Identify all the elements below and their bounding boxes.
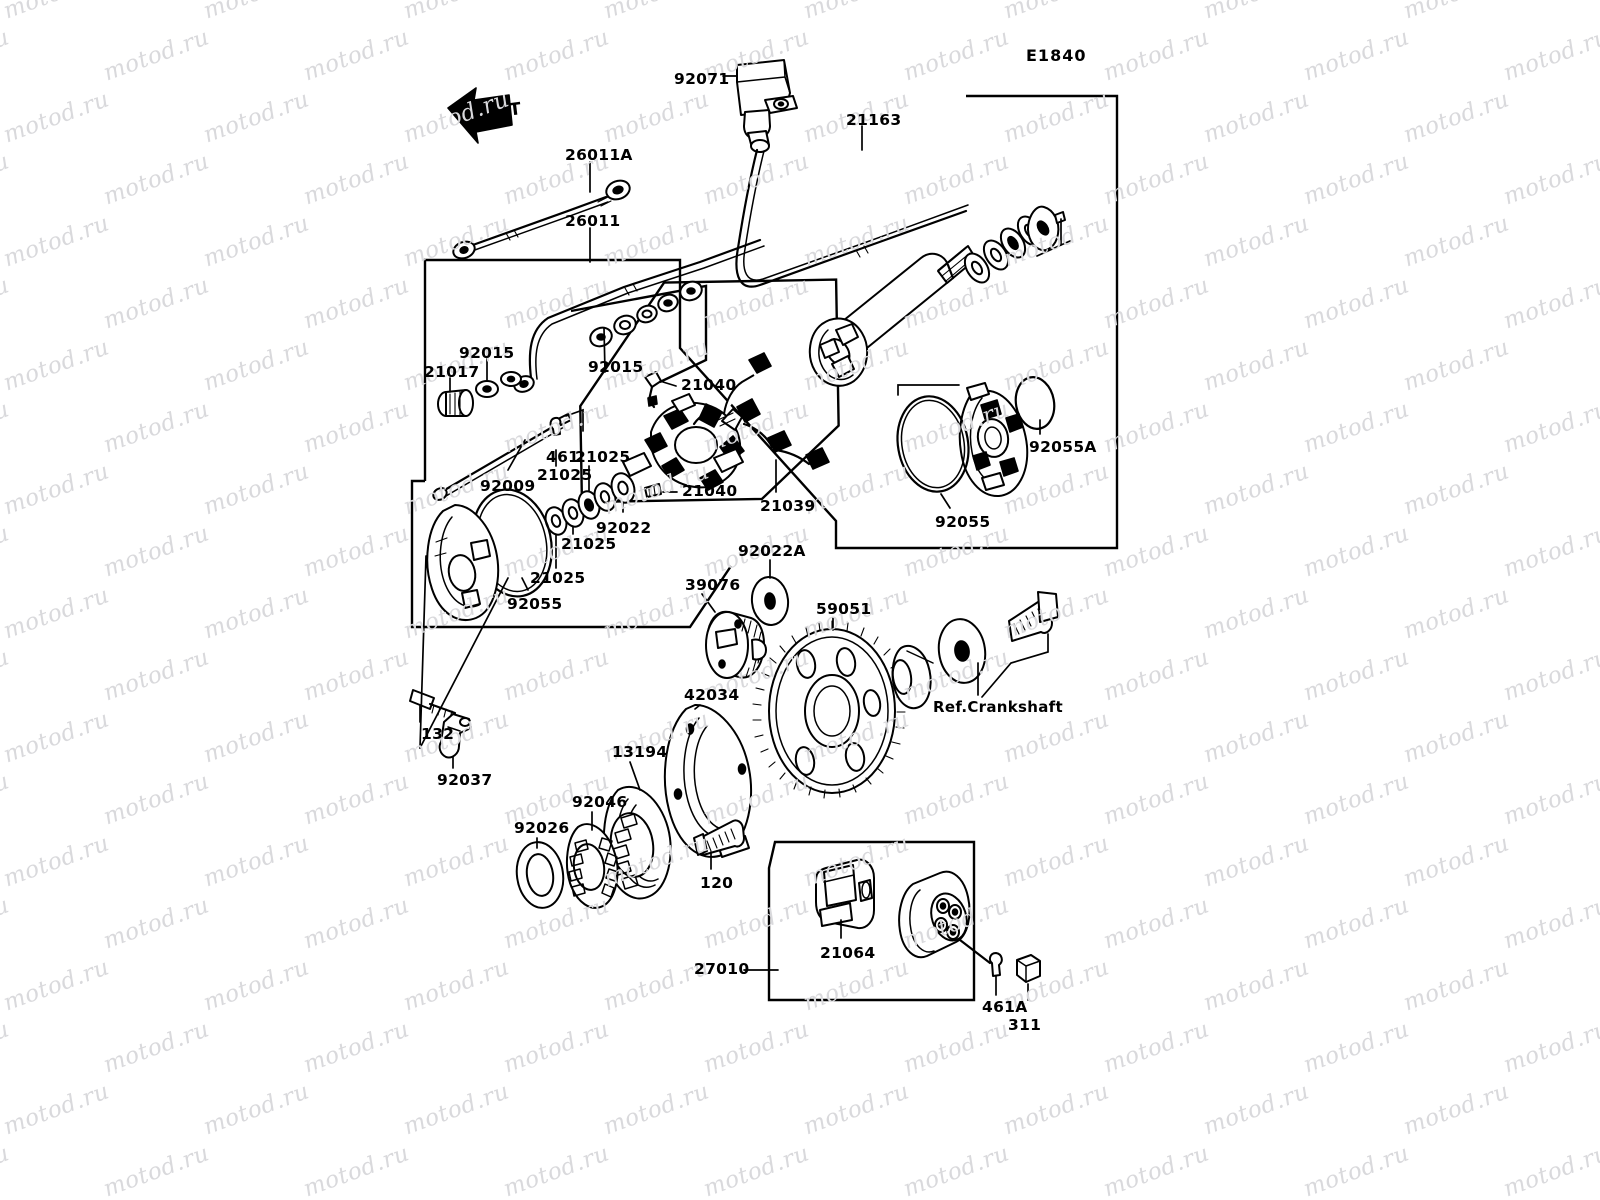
callout-26011A[interactable]: 26011A xyxy=(565,146,633,164)
callout-92026[interactable]: 92026 xyxy=(514,819,570,837)
callout-21039[interactable]: 21039 xyxy=(760,497,816,515)
part-solenoid-body xyxy=(898,870,992,965)
callout-92022A[interactable]: 92022A xyxy=(738,542,806,560)
part-92071-relay xyxy=(736,59,798,153)
callout-13194[interactable]: 13194 xyxy=(612,743,668,761)
callout-92015-set[interactable]: 92015 xyxy=(588,358,644,376)
callout-92015-upper[interactable]: 92015 xyxy=(459,344,515,362)
part-92037-clamp xyxy=(438,713,472,769)
part-59051-gear xyxy=(752,620,906,799)
callout-ref-crankshaft[interactable]: Ref.Crankshaft xyxy=(933,698,1063,716)
callout-21163[interactable]: 21163 xyxy=(846,111,902,129)
callout-461[interactable]: 461 xyxy=(546,448,580,466)
callout-21040-lower[interactable]: 21040 xyxy=(682,482,738,500)
callout-21025-a[interactable]: 21025 xyxy=(575,448,631,466)
bracket-461 xyxy=(565,408,584,432)
callout-27010[interactable]: 27010 xyxy=(694,960,750,978)
leader-92037-long2 xyxy=(419,555,427,749)
part-21025-washer-stack xyxy=(544,472,636,536)
part-461A-washer xyxy=(988,952,1003,996)
callout-59051[interactable]: 59051 xyxy=(816,600,872,618)
callout-21025-b[interactable]: 21025 xyxy=(537,466,593,484)
callout-26011[interactable]: 26011 xyxy=(565,212,621,230)
part-26011a-cable xyxy=(452,179,631,260)
part-brush-harness xyxy=(692,352,830,470)
part-21064-cover xyxy=(815,858,875,930)
part-92015-washer-stack xyxy=(589,280,703,348)
leader-92037-long xyxy=(419,577,509,749)
callout-21040-upper[interactable]: 21040 xyxy=(681,376,737,394)
callout-21025-c[interactable]: 21025 xyxy=(561,535,617,553)
callout-42034[interactable]: 42034 xyxy=(684,686,740,704)
diagram-code: E1840 xyxy=(1026,46,1087,65)
callout-21025-d[interactable]: 21025 xyxy=(530,569,586,587)
callout-92046[interactable]: 92046 xyxy=(572,793,628,811)
callout-21017[interactable]: 21017 xyxy=(424,363,480,381)
callout-92071[interactable]: 92071 xyxy=(674,70,730,88)
part-21039-brush-holder xyxy=(622,393,745,491)
part-shaft-washer-stack xyxy=(963,205,1071,284)
part-39076-idler-gear xyxy=(705,610,767,679)
part-21017-terminal xyxy=(437,389,474,417)
part-92026-shim xyxy=(515,841,565,909)
callout-311[interactable]: 311 xyxy=(1008,1016,1042,1034)
callout-39076[interactable]: 39076 xyxy=(685,576,741,594)
part-120-bolt xyxy=(693,819,745,870)
group-box-main xyxy=(410,94,1119,629)
part-crank-bolt xyxy=(981,591,1059,698)
part-armature xyxy=(808,245,977,387)
callout-92037[interactable]: 92037 xyxy=(437,771,493,789)
callout-21064[interactable]: 21064 xyxy=(820,944,876,962)
part-21040-brush-upper xyxy=(644,371,662,409)
part-crank-bushing xyxy=(891,645,934,710)
part-21040-brush-lower xyxy=(644,483,662,498)
part-crank-washer xyxy=(937,618,987,684)
part-92055-oring-right xyxy=(896,384,970,493)
callout-92055A[interactable]: 92055A xyxy=(1029,438,1097,456)
callout-132[interactable]: 132 xyxy=(421,725,455,743)
part-92015-nut-left2 xyxy=(500,371,522,387)
group-box-brush-holder xyxy=(579,278,840,504)
callout-120[interactable]: 120 xyxy=(700,874,734,892)
callout-92022[interactable]: 92022 xyxy=(596,519,652,537)
callout-92009[interactable]: 92009 xyxy=(480,477,536,495)
part-461-clip xyxy=(549,416,562,436)
callout-461A[interactable]: 461A xyxy=(982,998,1028,1016)
part-92046-bearing xyxy=(565,823,619,909)
callout-92055-left[interactable]: 92055 xyxy=(507,595,563,613)
part-92022A-washer xyxy=(750,576,790,626)
callout-92055-right[interactable]: 92055 xyxy=(935,513,991,531)
group-box-relay xyxy=(767,840,976,1002)
front-arrow-marker: FRONT xyxy=(447,87,523,144)
group-box-washers xyxy=(570,284,708,384)
part-311-nut xyxy=(1016,954,1041,1001)
part-end-cover-right xyxy=(958,382,1029,498)
leader-lines xyxy=(449,75,1041,971)
part-21163-lead xyxy=(735,148,969,288)
part-end-cover-left xyxy=(426,504,500,621)
part-13194-clutch xyxy=(602,785,672,900)
